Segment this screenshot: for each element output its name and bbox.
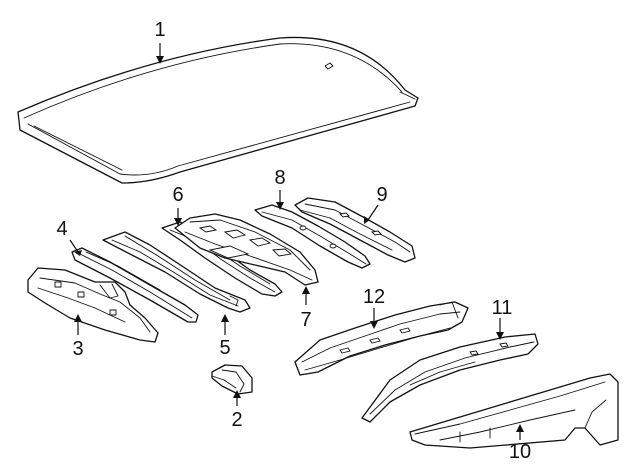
part-3-front-header-panel[interactable]: [27, 267, 159, 343]
part-7-roof-reinforcement[interactable]: [174, 213, 319, 286]
callout-5: 5: [219, 337, 231, 359]
part-11-roof-side-rail[interactable]: [361, 333, 539, 423]
part-12-inner-side-rail[interactable]: [294, 301, 469, 376]
callout-4: 4: [56, 218, 68, 240]
callout-2: 2: [231, 409, 243, 431]
part-2-bracket[interactable]: [211, 364, 253, 395]
part-9-rear-header[interactable]: [294, 197, 416, 263]
callout-11: 11: [491, 297, 513, 319]
part-1-roof-panel[interactable]: [17, 36, 419, 184]
part-10-side-outer-panel[interactable]: [409, 373, 619, 449]
callout-6: 6: [172, 184, 184, 206]
callout-1: 1: [154, 19, 166, 41]
callout-7: 7: [300, 309, 312, 331]
part-5-roof-bow[interactable]: [102, 231, 251, 313]
callout-9: 9: [376, 184, 388, 206]
callout-12: 12: [362, 286, 386, 308]
callout-3: 3: [72, 338, 84, 360]
leader-lines: [69, 43, 524, 440]
callout-8: 8: [274, 167, 286, 189]
part-4-roof-bow[interactable]: [71, 247, 199, 323]
part-8-roof-bow[interactable]: [254, 204, 371, 269]
callout-10: 10: [508, 441, 532, 463]
